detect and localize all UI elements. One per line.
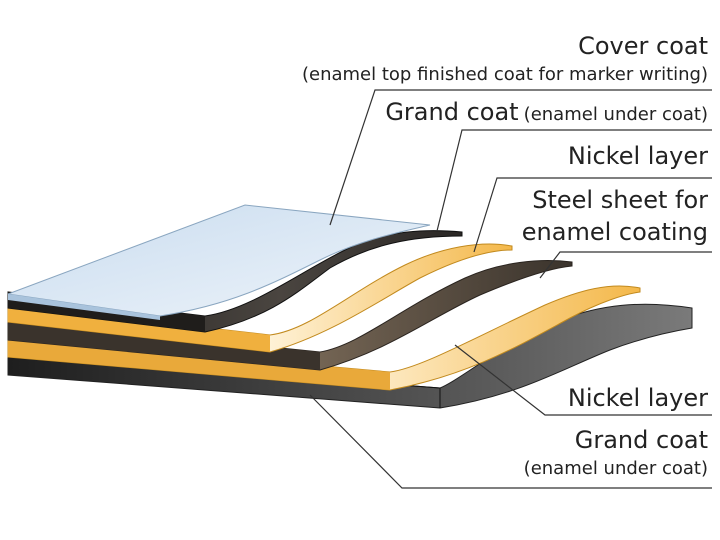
steel-sheet-label-line1: Steel sheet for (532, 186, 708, 214)
grand-coat-top-main: Grand coat (385, 98, 519, 126)
grand-coat-top-sub: (enamel under coat) (523, 104, 708, 125)
cover-coat-layer (7, 204, 431, 320)
leader-steel-sheet (539, 251, 712, 279)
cover-coat-subtitle: (enamel top finished coat for marker wri… (301, 64, 708, 85)
nickel-layer-top-label: Nickel layer (567, 142, 708, 170)
steel-sheet-label-line2: enamel coating (521, 218, 708, 246)
grand-coat-top-label: Grand coat (enamel under coat) (385, 98, 708, 126)
leader-grand-coat-bottom (309, 394, 712, 489)
leader-nickel-bottom (454, 344, 712, 416)
leader-nickel-top (473, 177, 712, 253)
leader-grand-coat-top (436, 129, 712, 232)
top-nickel-layer (7, 243, 513, 353)
grand-coat-bottom-subtitle: (enamel under coat) (523, 458, 708, 479)
steel-sheet-layer (7, 260, 573, 371)
nickel-layer-bottom-label: Nickel layer (567, 384, 708, 412)
leader-lines (309, 89, 712, 489)
leader-cover-coat (329, 89, 712, 226)
bottom-nickel-layer (7, 285, 641, 391)
grand-coat-bottom-title: Grand coat (574, 426, 708, 454)
cover-coat-title: Cover coat (578, 32, 708, 60)
